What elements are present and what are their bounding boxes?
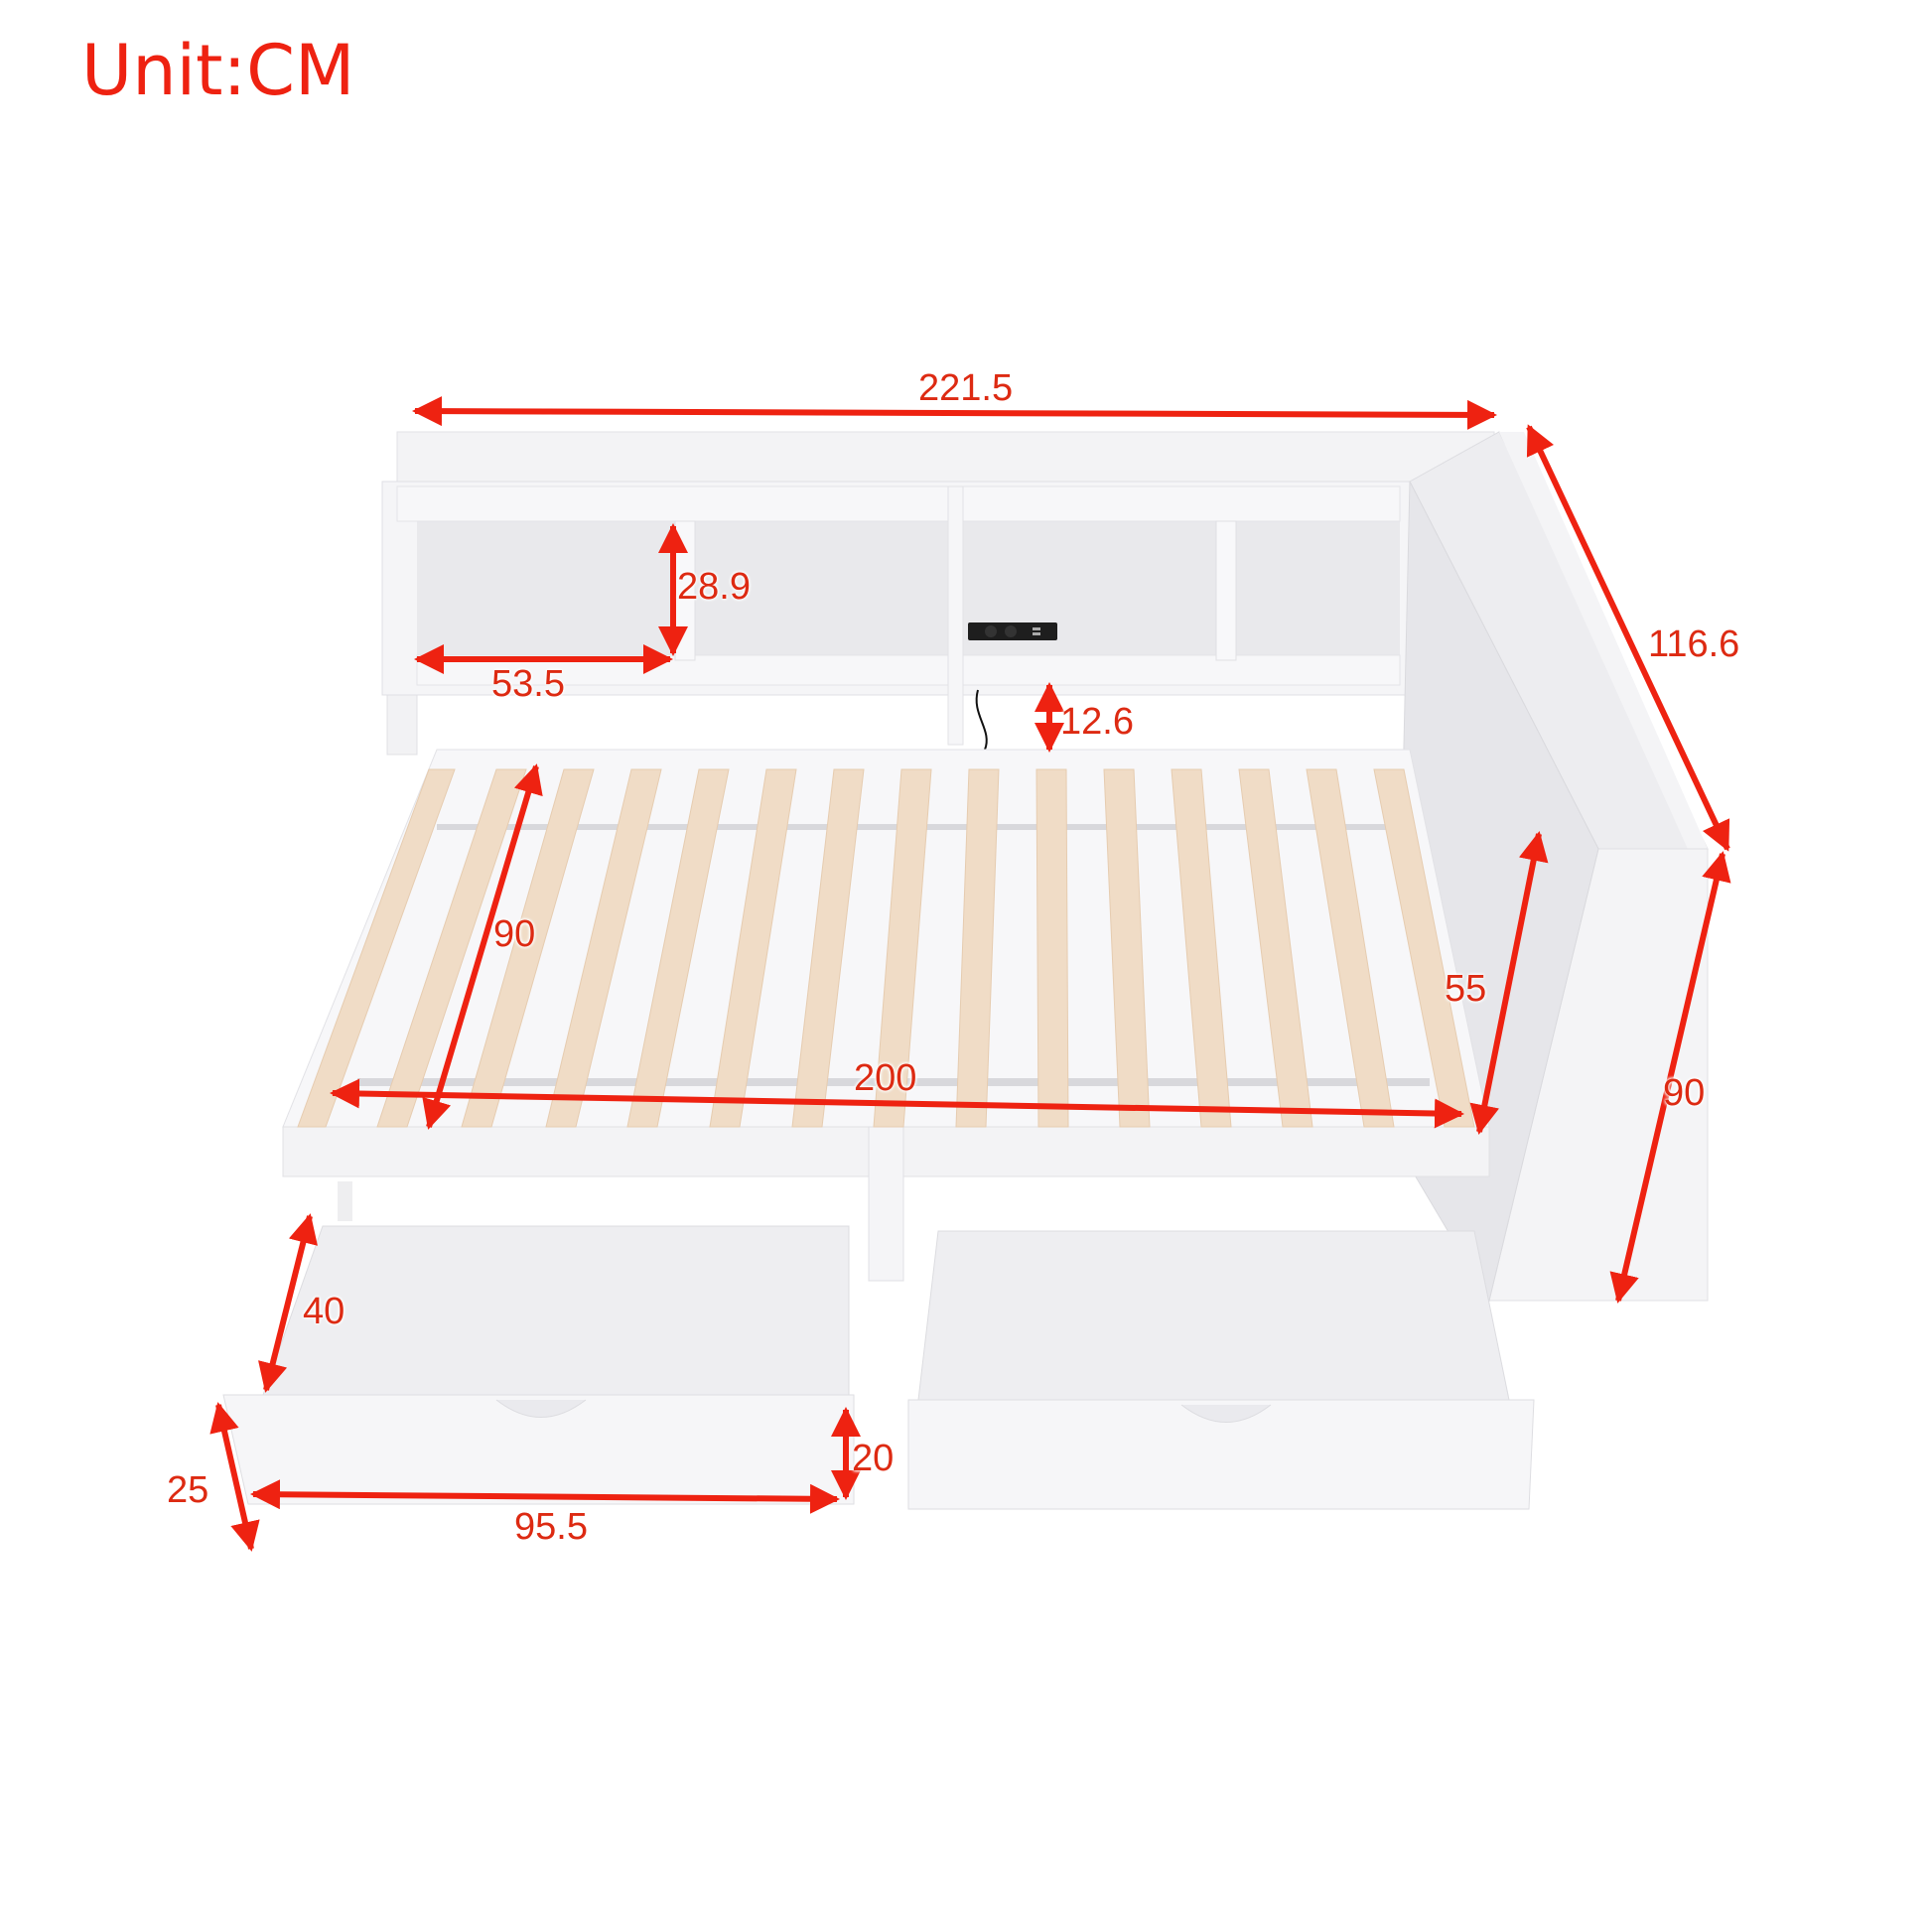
dim-overall-height: 90 (1663, 1072, 1706, 1114)
power-outlet-icon (968, 622, 1057, 751)
dimension-arrows (209, 396, 1731, 1552)
dim-shelf-height: 28.9 (677, 566, 751, 608)
dim-mattress-length: 200 (854, 1057, 917, 1099)
dim-mattress-width: 90 (493, 913, 536, 955)
dim-side-shelf-length: 116.6 (1648, 623, 1740, 665)
dim-drawer-width: 95.5 (514, 1506, 588, 1548)
unit-title: Unit:CM (81, 30, 355, 111)
dim-drawer-depth: 40 (303, 1291, 345, 1332)
dim-shelf-width: 53.5 (491, 663, 565, 705)
dim-drawer-height: 25 (167, 1469, 209, 1511)
headboard-bookcase (381, 431, 1495, 756)
dim-drawer-inner-height: 20 (852, 1438, 895, 1479)
dim-overall-length: 221.5 (918, 367, 1014, 409)
drawer-left (222, 1225, 855, 1505)
dim-outlet-clearance: 12.6 (1060, 701, 1134, 743)
drawer-right (907, 1230, 1535, 1510)
dim-side-guard-height: 55 (1445, 968, 1487, 1010)
